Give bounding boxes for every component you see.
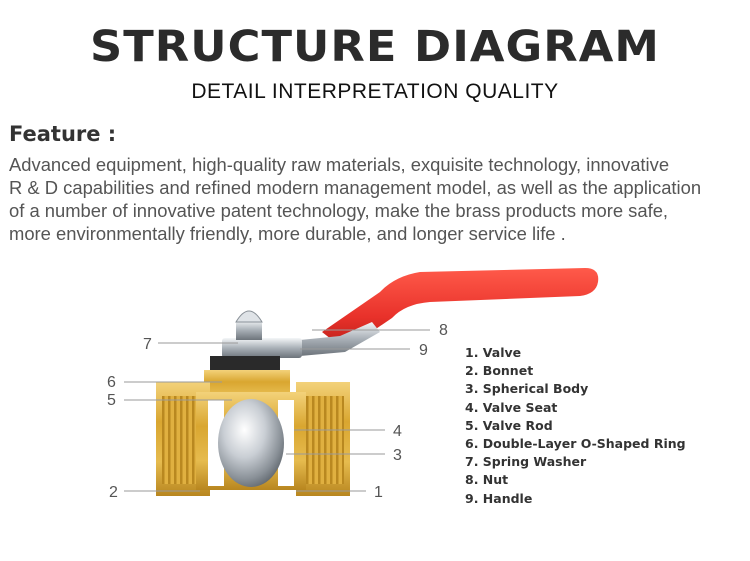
callout-6: 6 <box>107 374 116 391</box>
feature-heading: Feature : <box>9 122 117 146</box>
legend-item: 7. Spring Washer <box>465 454 587 470</box>
callout-8: 8 <box>439 322 448 339</box>
callout-4: 4 <box>393 423 402 440</box>
callout-3: 3 <box>393 447 402 464</box>
handle <box>300 268 599 356</box>
feature-line: of a number of innovative patent technol… <box>9 200 669 221</box>
feature-line: R & D capabilities and refined modern ma… <box>9 177 702 198</box>
feature-line: Advanced equipment, high-quality raw mat… <box>9 154 670 175</box>
legend-item: 3. Spherical Body <box>465 381 589 397</box>
legend-item: 5. Valve Rod <box>465 417 553 433</box>
valve-top <box>204 310 302 404</box>
spherical-body <box>218 399 284 487</box>
callout-9: 9 <box>419 342 428 359</box>
callout-2: 2 <box>109 484 118 501</box>
legend-item: 4. Valve Seat <box>465 399 558 415</box>
feature-line: more environmentally friendly, more dura… <box>9 223 566 244</box>
legend-item: 8. Nut <box>465 472 509 488</box>
feature-description: Advanced equipment, high-quality raw mat… <box>9 153 749 245</box>
leader-lines <box>124 329 430 492</box>
callout-5: 5 <box>107 392 116 409</box>
legend-item: 9. Handle <box>465 490 533 506</box>
page-title: STRUCTURE DIAGRAM <box>90 22 660 72</box>
valve-seat-left <box>208 400 224 486</box>
page-subtitle: DETAIL INTERPRETATION QUALITY <box>191 80 559 103</box>
callout-7: 7 <box>143 336 152 353</box>
legend-item: 6. Double-Layer O-Shaped Ring <box>465 435 686 451</box>
parts-legend: 1. Valve 2. Bonnet 3. Spherical Body 4. … <box>465 344 686 508</box>
legend-item: 2. Bonnet <box>465 363 534 379</box>
legend-item: 1. Valve <box>465 345 522 360</box>
valve-seat-right <box>278 400 294 486</box>
callout-1: 1 <box>374 484 383 501</box>
